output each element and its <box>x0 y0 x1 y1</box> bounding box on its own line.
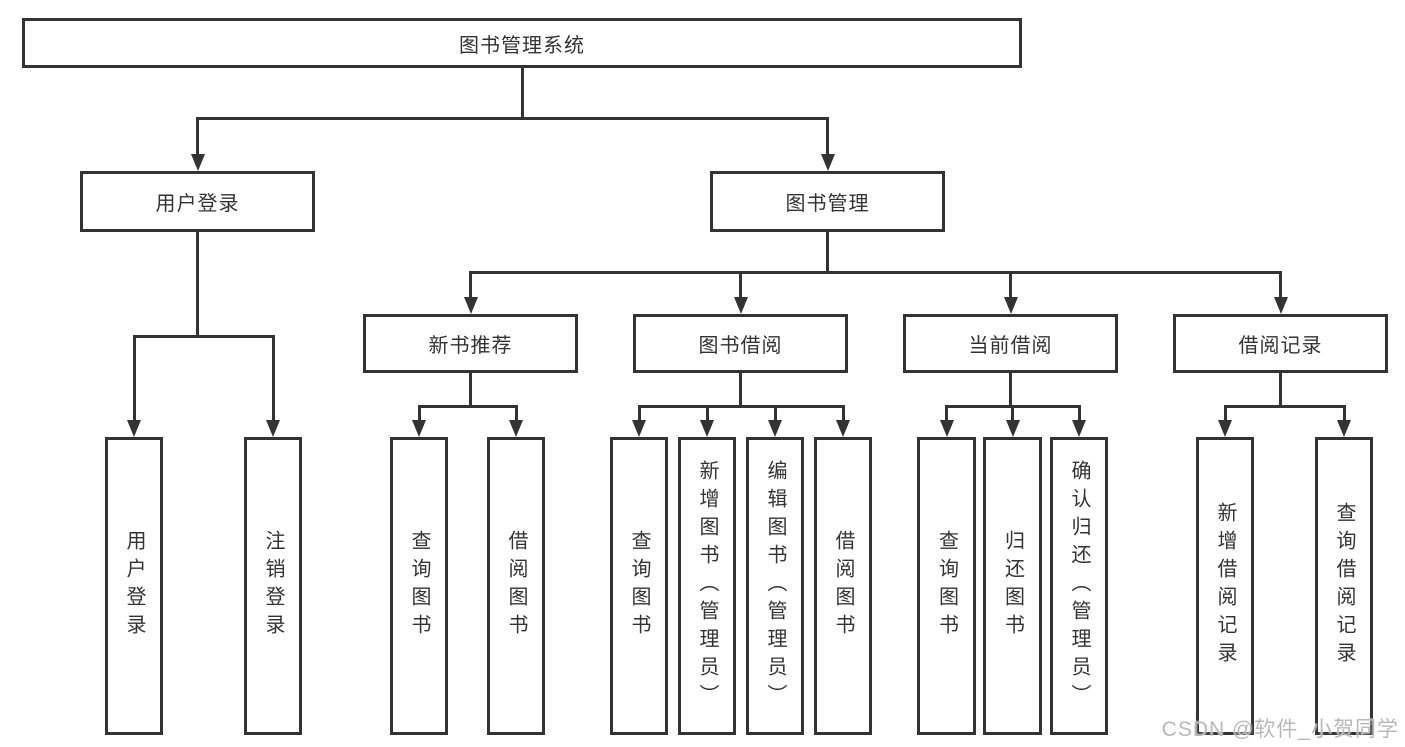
arrow-down-icon <box>1005 420 1020 437</box>
connector-drop <box>196 118 199 157</box>
connector-stem <box>196 232 199 336</box>
node-leaf-borrow-books-2: 借阅图书 <box>814 437 872 735</box>
node-borrowing-records: 借阅记录 <box>1173 314 1388 373</box>
arrow-down-icon <box>266 420 280 437</box>
node-leaf-logout: 注销登录 <box>244 437 302 735</box>
connector-branch <box>469 270 1282 274</box>
arrow-down-icon <box>463 297 478 314</box>
node-label: 用户登录 <box>123 530 145 642</box>
node-current-borrowing: 当前借阅 <box>903 314 1118 373</box>
arrow-down-icon <box>939 420 954 437</box>
connector-stem <box>1009 373 1012 406</box>
connector-drop <box>1077 406 1081 423</box>
connector-drop <box>1009 272 1012 300</box>
node-leaf-add-borrow-record: 新增借阅记录 <box>1196 437 1254 735</box>
connector-drop <box>271 336 275 423</box>
node-leaf-query-books-1: 查询图书 <box>390 437 448 735</box>
node-label: 图书管理系统 <box>459 34 585 57</box>
connector-branch <box>417 404 518 408</box>
connector-stem <box>1279 373 1282 406</box>
connector-stem <box>520 68 524 118</box>
arrow-down-icon <box>412 420 426 437</box>
arrow-down-icon <box>632 420 646 437</box>
connector-drop <box>132 336 136 423</box>
connector-drop <box>739 272 742 300</box>
connector-drop <box>514 406 518 423</box>
connector-drop <box>841 406 845 423</box>
connector-drop <box>773 406 777 423</box>
node-label: 当前借阅 <box>968 335 1053 357</box>
node-leaf-borrow-books-1: 借阅图书 <box>487 437 545 735</box>
connector-drop <box>1342 406 1346 423</box>
node-leaf-user-login: 用户登录 <box>105 437 163 735</box>
node-book-borrowing: 图书借阅 <box>633 314 848 373</box>
arrow-down-icon <box>1003 297 1018 314</box>
node-label: 查询借阅记录 <box>1333 502 1355 670</box>
node-label: 用户登录 <box>155 193 240 215</box>
connector-drop <box>945 406 948 423</box>
node-label: 查询图书 <box>408 530 430 642</box>
node-label: 查询图书 <box>935 530 958 642</box>
node-label: 确认归还（管理员） <box>1068 460 1090 712</box>
arrow-down-icon <box>836 420 850 437</box>
node-leaf-return-books: 归还图书 <box>983 437 1042 735</box>
connector-drop <box>637 406 641 423</box>
connector-branch <box>1223 404 1346 408</box>
node-label: 编辑图书（管理员） <box>764 460 786 712</box>
connector-drop <box>1011 406 1014 423</box>
node-label: 查询图书 <box>628 530 650 642</box>
arrow-down-icon <box>509 420 523 437</box>
connector-stem <box>739 373 742 406</box>
connector-branch <box>196 116 829 120</box>
arrow-down-icon <box>1337 420 1351 437</box>
node-label: 归还图书 <box>1001 530 1024 642</box>
csdn-watermark: CSDN @软件_小贺同学 <box>1161 718 1399 741</box>
node-book-management: 图书管理 <box>710 171 945 232</box>
node-label: 借阅记录 <box>1238 335 1323 357</box>
node-label: 新书推荐 <box>428 335 513 357</box>
node-label: 借阅图书 <box>832 530 854 642</box>
node-new-book-recommend: 新书推荐 <box>363 314 578 373</box>
node-leaf-query-borrow-record: 查询借阅记录 <box>1315 437 1373 735</box>
node-leaf-add-books: 新增图书（管理员） <box>678 437 736 735</box>
connector-stem <box>469 373 472 406</box>
node-leaf-edit-books: 编辑图书（管理员） <box>746 437 804 735</box>
arrow-down-icon <box>190 154 205 171</box>
connector-drop <box>1223 406 1227 423</box>
arrow-down-icon <box>1273 297 1288 314</box>
node-root: 图书管理系统 <box>22 18 1022 68</box>
connector-drop <box>417 406 421 423</box>
connector-branch <box>637 404 845 408</box>
connector-drop <box>705 406 709 423</box>
arrow-down-icon <box>127 420 141 437</box>
node-label: 借阅图书 <box>505 530 527 642</box>
connector-drop <box>826 118 829 157</box>
arrow-down-icon <box>1072 420 1086 437</box>
node-user-login: 用户登录 <box>80 171 315 232</box>
connector-drop <box>1279 272 1282 300</box>
connector-drop <box>469 272 472 300</box>
arrow-down-icon <box>700 420 714 437</box>
node-label: 图书管理 <box>785 193 870 215</box>
node-leaf-query-books-3: 查询图书 <box>917 437 976 735</box>
node-leaf-confirm-return: 确认归还（管理员） <box>1050 437 1108 735</box>
node-label: 图书借阅 <box>698 335 783 357</box>
node-label: 注销登录 <box>262 530 284 642</box>
arrow-down-icon <box>768 420 782 437</box>
connector-branch <box>132 334 275 338</box>
node-leaf-query-books-2: 查询图书 <box>610 437 668 735</box>
arrow-down-icon <box>1218 420 1232 437</box>
arrow-down-icon <box>733 297 748 314</box>
node-label: 新增图书（管理员） <box>696 460 718 712</box>
node-label: 新增借阅记录 <box>1214 502 1236 670</box>
connector-stem <box>826 232 829 272</box>
arrow-down-icon <box>820 154 835 171</box>
